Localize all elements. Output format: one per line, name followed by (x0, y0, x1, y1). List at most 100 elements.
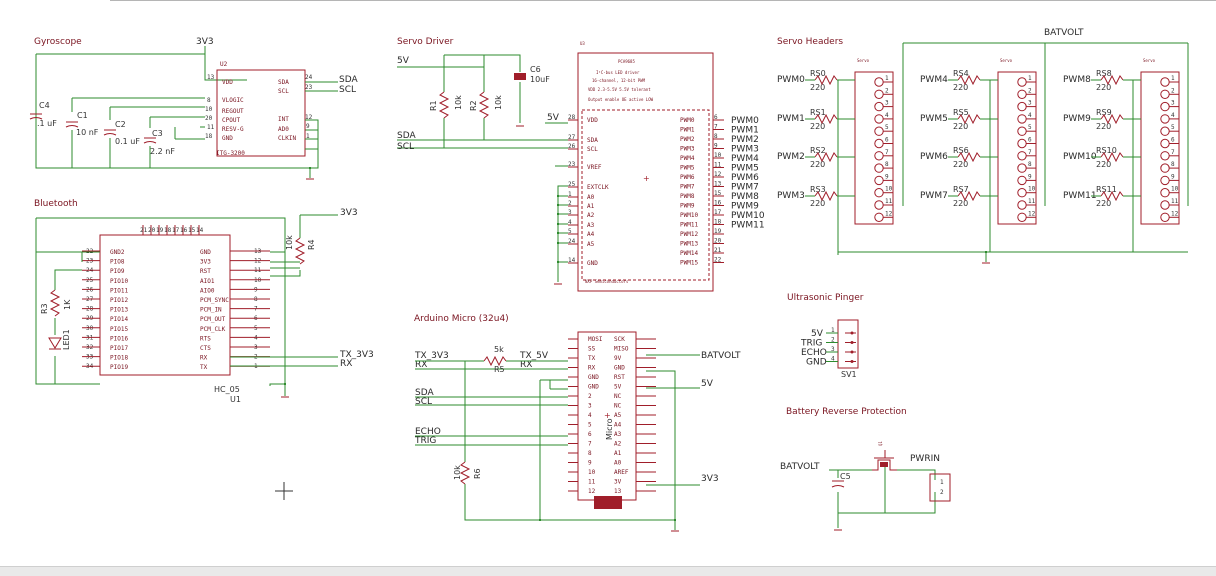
svg-text:13: 13 (207, 74, 215, 81)
pca9685-chip[interactable] (577, 52, 714, 292)
driver-left-pin: A1 (587, 203, 595, 210)
svg-text:R6: R6 (473, 468, 482, 479)
svg-text:Output enable OE active LOW: Output enable OE active LOW (588, 97, 654, 102)
bt-left-pin: PIO15 (110, 326, 128, 333)
bt-top-pin-num: 19 (156, 227, 164, 234)
servo-header-pin-num: 2 (1171, 87, 1175, 94)
driver-cap-c6[interactable]: C6 10uF (514, 65, 550, 84)
servo-resistor[interactable] (957, 151, 981, 163)
servo-header-pin-num: 2 (1028, 87, 1032, 94)
arduino-resistor-r6[interactable]: 10k R6 (453, 461, 482, 485)
bt-left-pin: PIO19 (110, 364, 128, 371)
ultrasonic-pin-num: 2 (831, 337, 835, 344)
driver-resistor-r1[interactable]: R1 10k (429, 91, 463, 119)
svg-text:10k: 10k (454, 95, 463, 110)
servo-resistor-ref: RS0 (810, 69, 826, 78)
servo-resistor[interactable] (814, 190, 838, 202)
bluetooth-module-u1[interactable] (99, 234, 231, 376)
servo-resistor[interactable] (1100, 113, 1124, 125)
bt-left-pin: PIO18 (110, 355, 128, 362)
servo-resistor[interactable] (957, 190, 981, 202)
ultrasonic-header-sv1[interactable] (837, 319, 859, 369)
svg-text:16-channel, 12-bit PWM: 16-channel, 12-bit PWM (592, 78, 646, 83)
servo-header-pin-num: 8 (1171, 161, 1175, 168)
driver-right-pin: PWM11 (680, 222, 698, 229)
svg-text:GND: GND (222, 135, 233, 142)
servo-header-pin-num: 5 (885, 124, 889, 131)
svg-text:10k: 10k (453, 465, 462, 480)
arduino-left-pin: 8 (588, 450, 592, 457)
servo-header-pin-num: 12 (1028, 210, 1036, 217)
servo-resistor[interactable] (957, 74, 981, 86)
driver-right-pin-num: 6 (714, 114, 718, 121)
driver-right-pin: PWM15 (680, 260, 698, 267)
svg-text:12: 12 (305, 114, 313, 121)
servo-header-pin-num: 11 (1028, 198, 1036, 205)
driver-left-pin-num: 24 (568, 238, 576, 245)
servo-driver-block: Servo Driver 5V U3 R1 10k R2 10k C6 10uF… (397, 37, 765, 292)
arduino-left-pin: 6 (588, 431, 592, 438)
bt-right-pin: TX (200, 364, 208, 371)
svg-text:Servo: Servo (857, 58, 870, 63)
gyro-cap-c3[interactable]: C3 2.2 nF (143, 129, 175, 156)
gyro-cap-c1[interactable]: C1 10 nF (65, 111, 99, 137)
svg-text:SDA: SDA (278, 79, 289, 86)
battery-cap-c5[interactable]: C5 (831, 472, 851, 488)
servo-resistor[interactable] (1100, 74, 1124, 86)
driver-right-pin-num: 15 (714, 190, 722, 197)
battery-mosfet-q1[interactable]: Q1 (872, 441, 897, 471)
net-sda-ard: SDA (415, 388, 434, 398)
svg-text:REGOUT: REGOUT (222, 108, 244, 115)
section-title-bluetooth: Bluetooth (34, 199, 78, 209)
servo-resistor[interactable] (1100, 151, 1124, 163)
net-rx-ard: RX (415, 360, 427, 370)
servo-header-pin-num: 10 (1171, 186, 1179, 193)
gyro-part: ITG-3200 (216, 150, 245, 157)
driver-right-pin: PWM7 (680, 184, 695, 191)
servo-resistor[interactable] (814, 74, 838, 86)
svg-text:20: 20 (205, 115, 213, 122)
svg-text:I²C-bus LED driver: I²C-bus LED driver (596, 70, 640, 75)
driver-right-pin: PWM9 (680, 203, 695, 210)
driver-resistor-r2[interactable]: R2 10k (469, 91, 503, 119)
servo-pwm-net: PWM2 (777, 152, 805, 162)
top-divider (110, 0, 1216, 1)
driver-left-pin-num: 27 (568, 134, 576, 141)
arduino-left-pin: 11 (588, 479, 596, 486)
arduino-right-pin: RST (614, 374, 625, 381)
arduino-resistor-r5[interactable]: 5k R5 (483, 345, 507, 374)
bt-resistor-r3[interactable]: R3 1K (40, 289, 72, 317)
arduino-left-pin: GND (588, 384, 599, 391)
arduino-left-pin: TX (588, 355, 596, 362)
gyro-cap-c2[interactable]: C2 0.1 uF (103, 120, 140, 146)
bt-left-pin: PIO10 (110, 278, 128, 285)
bt-resistor-r4[interactable]: 10k R4 (285, 235, 316, 265)
servo-resistor-value: 220 (1096, 199, 1111, 208)
gyro-chip-u2[interactable] (216, 69, 306, 157)
servo-header-connector[interactable] (1140, 71, 1180, 225)
arduino-left-pin: MOSI (588, 336, 603, 343)
servo-header-pin-num: 6 (885, 137, 889, 144)
arduino-right-pin: NC (614, 393, 622, 400)
bt-left-pin: PIO9 (110, 268, 125, 275)
gyro-cap-c4[interactable]: C4 .1 uF (29, 101, 57, 128)
svg-text:VLOGIC: VLOGIC (222, 97, 244, 104)
battery-connector-pwrin[interactable] (929, 473, 951, 502)
bt-left-pin: PIO14 (110, 316, 128, 323)
bt-led[interactable]: LED1 (48, 329, 71, 350)
driver-pwm-net: PWM8 (731, 192, 759, 202)
svg-text:10uF: 10uF (530, 75, 550, 84)
servo-header-connector[interactable] (997, 71, 1037, 225)
servo-resistor[interactable] (1100, 190, 1124, 202)
servo-resistor[interactable] (814, 113, 838, 125)
servo-resistor[interactable] (957, 113, 981, 125)
servo-header-connector[interactable] (854, 71, 894, 225)
driver-pwm-net: PWM3 (731, 145, 759, 155)
bt-top-pin-num: 20 (148, 227, 156, 234)
crosshair-cursor-icon (275, 482, 293, 500)
servo-resistor[interactable] (814, 151, 838, 163)
net-pwrin: PWRIN (910, 454, 940, 464)
bt-top-pin-num: 15 (188, 227, 196, 234)
driver-left-pin-num: 5 (568, 228, 572, 235)
